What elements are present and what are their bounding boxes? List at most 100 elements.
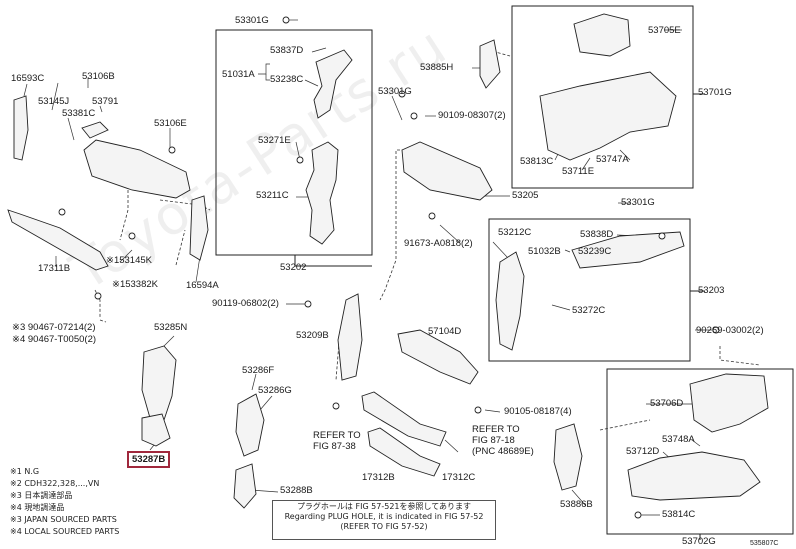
- part-53885h: [479, 39, 501, 89]
- label-53212c: 53212C: [498, 227, 532, 238]
- dashed-link: [719, 346, 761, 366]
- part-brace-53209b: [337, 293, 363, 381]
- footnote-1: ※1 N.G: [10, 467, 40, 476]
- part-seal-53791: [81, 121, 109, 139]
- dashed-link: [119, 180, 129, 241]
- group-box-53202: [215, 29, 373, 256]
- label-53211c: 53211C: [256, 190, 289, 201]
- label-53705e: 53705E: [648, 25, 681, 36]
- part-17312b: [361, 391, 447, 447]
- label-16593c: 16593C: [11, 73, 45, 84]
- bolt: [304, 300, 312, 308]
- clip: [168, 146, 176, 154]
- label-90119-06802: 90119-06802(2): [212, 298, 279, 309]
- part-17312c: [367, 427, 441, 477]
- clip: [94, 292, 102, 300]
- part-crossmember-53106b: [83, 139, 191, 199]
- dashed-link: [175, 229, 186, 266]
- label-17311b: 17311B: [38, 263, 71, 274]
- part-apron-53705e: [573, 13, 631, 57]
- dashed-link: [599, 419, 651, 431]
- label-17312c: 17312C: [442, 472, 476, 483]
- dashed-link: [94, 289, 101, 318]
- label-51031a: 51031A: [222, 69, 255, 80]
- label-53886b: 53886B: [560, 499, 593, 510]
- bolt: [282, 16, 290, 24]
- part-seal-17311b: [7, 209, 109, 271]
- label-53238c: 53238C: [270, 74, 304, 85]
- label-53706d: 53706D: [650, 398, 684, 409]
- bolt: [474, 406, 482, 414]
- label-53271e: 53271E: [258, 135, 291, 146]
- label-53286g: 53286G: [258, 385, 292, 396]
- group-box-53203: [488, 218, 691, 362]
- refer-fig-87-38[interactable]: REFER TO FIG 87-38: [313, 430, 361, 452]
- part-bracket-16593c: [13, 95, 29, 161]
- label-51032b: 51032B: [528, 246, 561, 257]
- label-53286f: 53286F: [242, 365, 275, 376]
- label-53791: 53791: [92, 96, 119, 107]
- label-53301g: 53301G: [235, 15, 269, 26]
- label-90467-t0050: ※4 90467-T0050(2): [12, 334, 97, 345]
- label-16594a: 16594A: [186, 280, 219, 291]
- label-53106e: 53106E: [154, 118, 187, 129]
- leader: [294, 255, 372, 267]
- label-53205: 53205: [512, 190, 539, 201]
- refer-fig-87-18[interactable]: REFER TO FIG 87-18 (PNC 48689E): [472, 424, 534, 457]
- part-53032b: [571, 231, 685, 269]
- label-53837d: 53837D: [270, 45, 304, 56]
- clip: [128, 232, 136, 240]
- label-53813c: 53813C: [520, 156, 554, 167]
- label-53711e: 53711E: [562, 166, 595, 177]
- part-53287b: [141, 413, 171, 447]
- label-53838d: 53838D: [580, 229, 614, 240]
- label-53239c: 53239C: [578, 246, 612, 257]
- group-box-53701g: [511, 5, 694, 189]
- label-53885h: 53885H: [420, 62, 454, 73]
- label-90467-07214: ※3 90467-07214(2): [12, 322, 96, 333]
- label-53209b: 53209B: [296, 330, 329, 341]
- label-91673-a0818: 91673-A0818(2): [404, 238, 473, 249]
- label-53287b-highlighted[interactable]: 53287B: [127, 451, 171, 468]
- bolt: [428, 212, 436, 220]
- part-53031a: [313, 49, 353, 119]
- bolt: [712, 326, 720, 334]
- plug-hole-note-refer[interactable]: (REFER TO FIG 57-52): [340, 522, 428, 531]
- bolt: [296, 156, 304, 164]
- bolt: [332, 402, 340, 410]
- label-53747a: 53747A: [596, 154, 629, 165]
- label-90109-08307: 90109-08307(2): [438, 110, 506, 121]
- bolt: [398, 90, 406, 98]
- footnote-4-en: ※4 LOCAL SOURCED PARTS: [10, 527, 120, 536]
- part-53286f: [235, 393, 265, 457]
- label-90105-08187: 90105-08187(4): [504, 406, 572, 417]
- footnote-2: ※2 CDH322,328,...,VN: [10, 479, 100, 488]
- label-53381c: 53381C: [62, 108, 96, 119]
- footnote-3-en: ※3 JAPAN SOURCED PARTS: [10, 515, 117, 524]
- label-53712d: 53712D: [626, 446, 660, 457]
- bolt: [634, 511, 642, 519]
- part-apron-53712d: [627, 451, 761, 501]
- dashed-link: [99, 319, 107, 323]
- label-53701g: 53701G: [698, 87, 732, 98]
- part-53288b: [233, 463, 257, 509]
- label-53301g-c: 53301G: [621, 197, 655, 208]
- part-support-53212c: [495, 251, 525, 351]
- part-57104d: [397, 329, 479, 385]
- label-53145k: ※153145K: [106, 255, 152, 266]
- label-17312b: 17312B: [362, 472, 395, 483]
- plug-hole-note-en: Regarding PLUG HOLE, it is indicated in …: [284, 512, 484, 521]
- label-53145j: 53145J: [38, 96, 70, 107]
- plug-hole-note: プラグホールは FIG 57-521を参照してあります Regarding PL…: [272, 500, 496, 540]
- label-53382k: ※153382K: [112, 279, 158, 290]
- label-53748a: 53748A: [662, 434, 695, 445]
- dashed-link: [487, 49, 511, 57]
- part-bracket-16594a: [189, 195, 209, 261]
- label-53285n: 53285N: [154, 322, 188, 333]
- bolt: [658, 232, 666, 240]
- label-53702g: 53702G: [682, 536, 716, 547]
- bolt: [410, 112, 418, 120]
- diagram-code: 535807C: [750, 540, 779, 547]
